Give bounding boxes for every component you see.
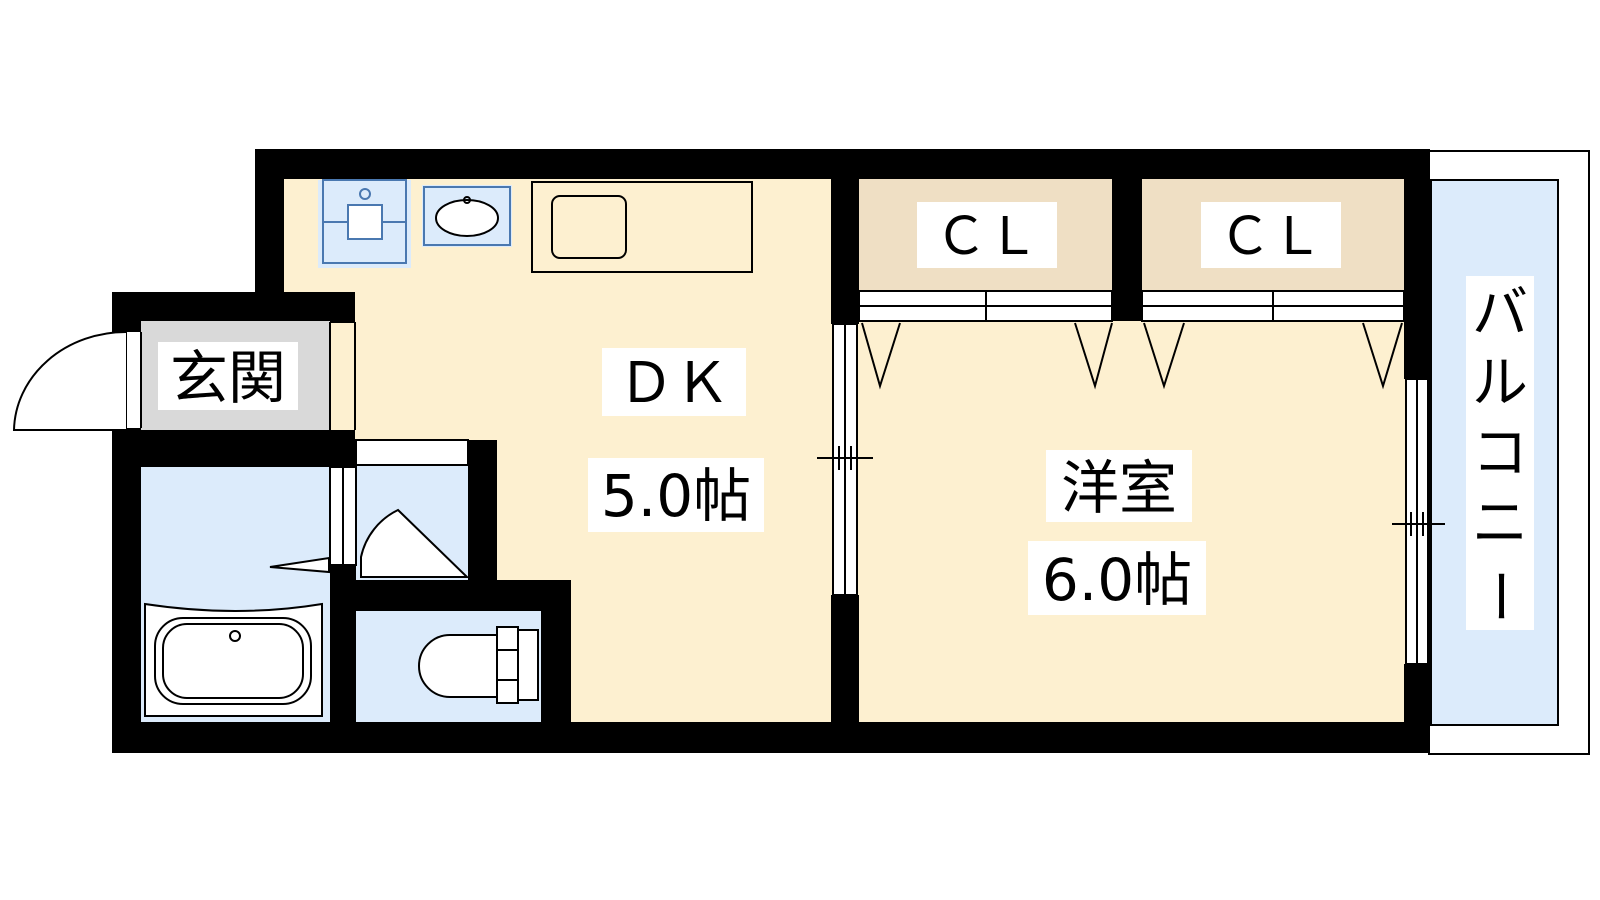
toilet-icon: [418, 626, 539, 704]
balcony-char-5: ー: [1466, 568, 1531, 624]
balcony-char-2: ル: [1472, 351, 1528, 416]
balcony-label-bg: [1466, 276, 1534, 630]
closet-1-label-bg: [917, 202, 1057, 268]
room-labels: 玄関 ＤＫ 5.0帖 ＣＬ ＣＬ 洋室 6.0帖 バ ル コ ニ ー: [158, 202, 1534, 630]
entrance-label-bg: [158, 342, 298, 410]
fixtures: [144, 179, 753, 717]
western-size-label: 6.0帖: [1042, 546, 1192, 614]
dk-name-bg: [602, 348, 746, 416]
western-size-bg: [1028, 541, 1206, 615]
sink-icon: [423, 186, 511, 246]
dk-size-bg: [588, 458, 764, 532]
bath-door-marker: [269, 556, 330, 574]
balcony-char-4: ニ: [1472, 491, 1528, 556]
closet-2-label-bg: [1201, 202, 1341, 268]
dk-name-label: ＤＫ: [618, 351, 730, 416]
closet-1-label: ＣＬ: [935, 207, 1039, 267]
entrance-label: 玄関: [170, 344, 286, 412]
balcony-char-1: バ: [1472, 281, 1528, 346]
washroom-door-swing: [360, 508, 470, 578]
balcony-char-3: コ: [1472, 421, 1528, 486]
openings: [125, 290, 1445, 665]
bathtub-icon: [144, 602, 323, 717]
dk-size-label: 5.0帖: [601, 462, 751, 530]
closet-door-swings: [861, 322, 1403, 390]
western-name-bg: [1046, 450, 1192, 522]
entrance-door-swing: [12, 331, 127, 431]
kitchen-counter-icon: [531, 181, 753, 273]
washing-machine-icon: [322, 179, 407, 264]
closet-2-label: ＣＬ: [1219, 207, 1323, 267]
walls: [112, 149, 1430, 753]
western-name-label: 洋室: [1061, 454, 1177, 522]
